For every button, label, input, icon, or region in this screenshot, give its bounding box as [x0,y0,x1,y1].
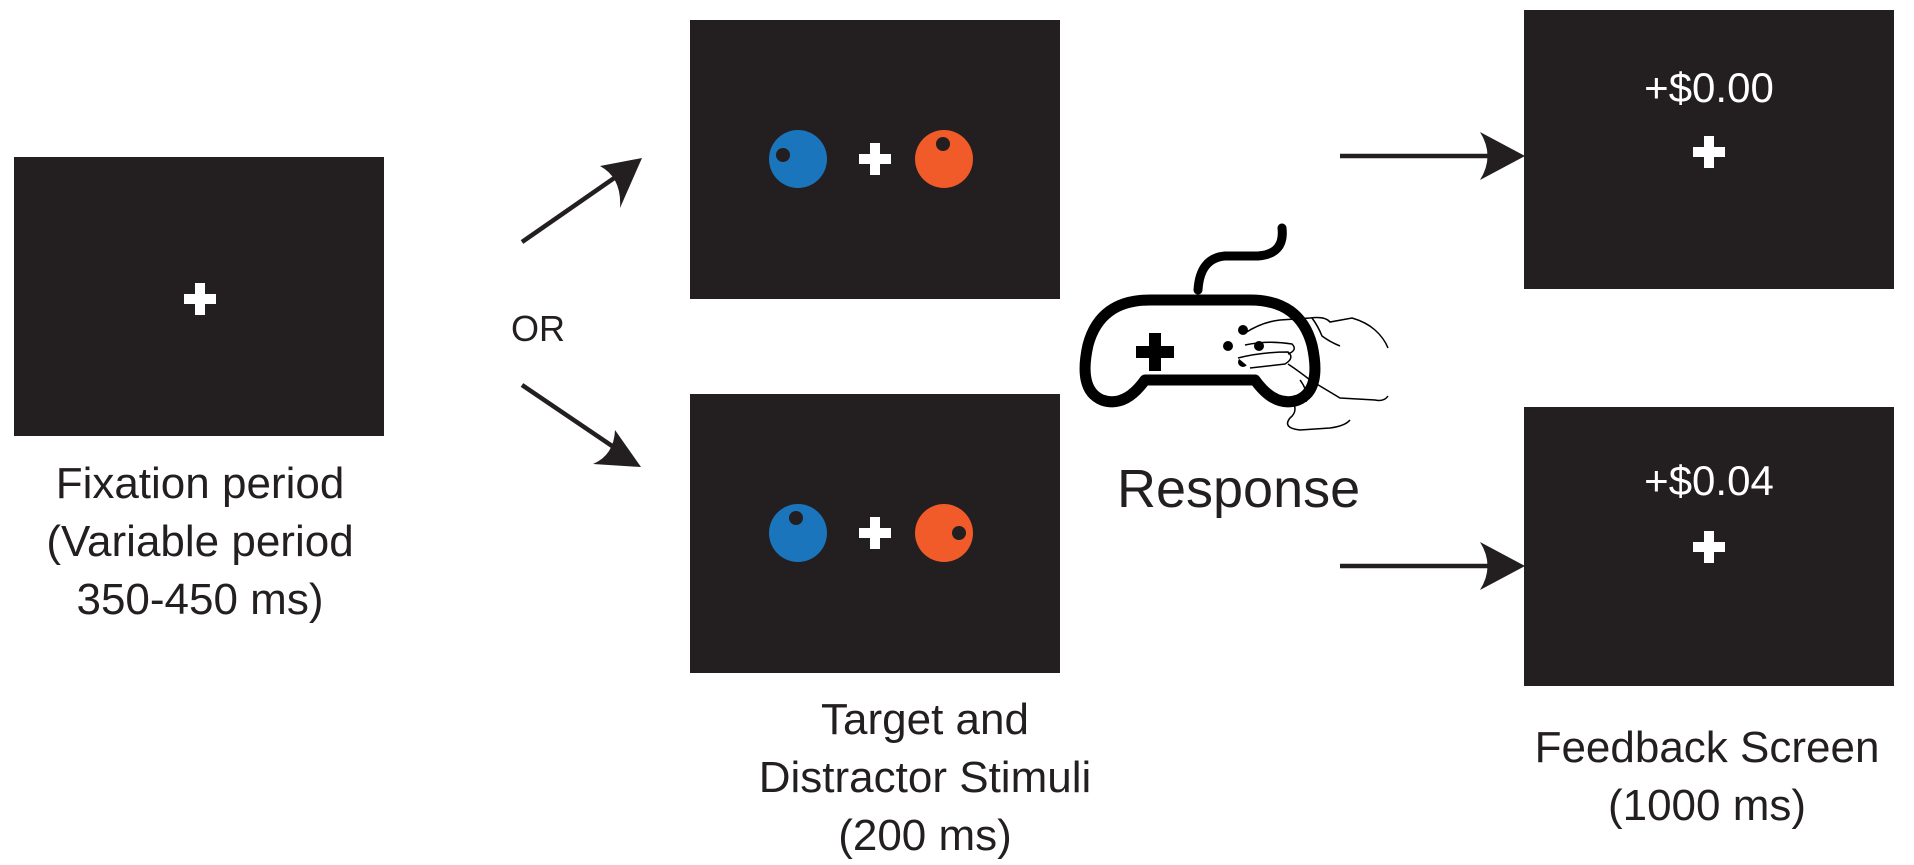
stimuli-label-line-2: Distractor Stimuli [758,753,1092,802]
stimulus-top-display [769,130,973,188]
stimuli-label-line-3: (200 ms) [838,811,1012,860]
gamepad-with-hand-icon [1079,223,1389,431]
stimulus-screen-bottom [690,394,1060,673]
stimulus-screen-top [690,20,1060,299]
arrow-to-top-stimulus [520,158,642,244]
target-circle-icon [769,130,827,188]
feedback-label-line-1: Feedback Screen [1534,723,1880,772]
feedback-label-line-2: (1000 ms) [1607,781,1807,830]
feedback-amount-bottom: +$0.04 [1644,457,1774,504]
feedback-amount-top: +$0.00 [1644,64,1774,111]
fixation-label-line-2: (Variable period [46,517,354,566]
fixation-label-line-1: Fixation period [55,459,345,508]
feedback-label: Feedback Screen (1000 ms) [1500,719,1914,835]
fixation-cross-icon [859,517,891,549]
arrow-to-bottom-feedback [1340,542,1525,590]
feedback-screen-top: +$0.00 [1524,10,1894,289]
or-label: OR [511,308,565,349]
fixation-label-line-3: 350-450 ms) [76,575,324,624]
feedback-screen-bottom: +$0.04 [1524,407,1894,686]
stimuli-label-line-1: Target and [821,695,1029,744]
arrow-to-bottom-stimulus [520,383,641,467]
target-circle-icon [769,504,827,562]
stimulus-bottom-display [769,504,973,562]
fixation-cross-icon [1693,531,1725,563]
stimuli-label: Target and Distractor Stimuli (200 ms) [700,691,1150,865]
fixation-cross-icon [184,283,216,315]
fixation-screen [14,157,384,436]
fixation-label: Fixation period (Variable period 350-450… [0,455,400,629]
response-label: Response [1117,459,1361,519]
distractor-circle-icon [915,504,973,562]
fixation-cross-icon [859,143,891,175]
fixation-cross-icon [1693,136,1725,168]
distractor-circle-icon [915,130,973,188]
arrow-to-top-feedback [1340,132,1525,180]
